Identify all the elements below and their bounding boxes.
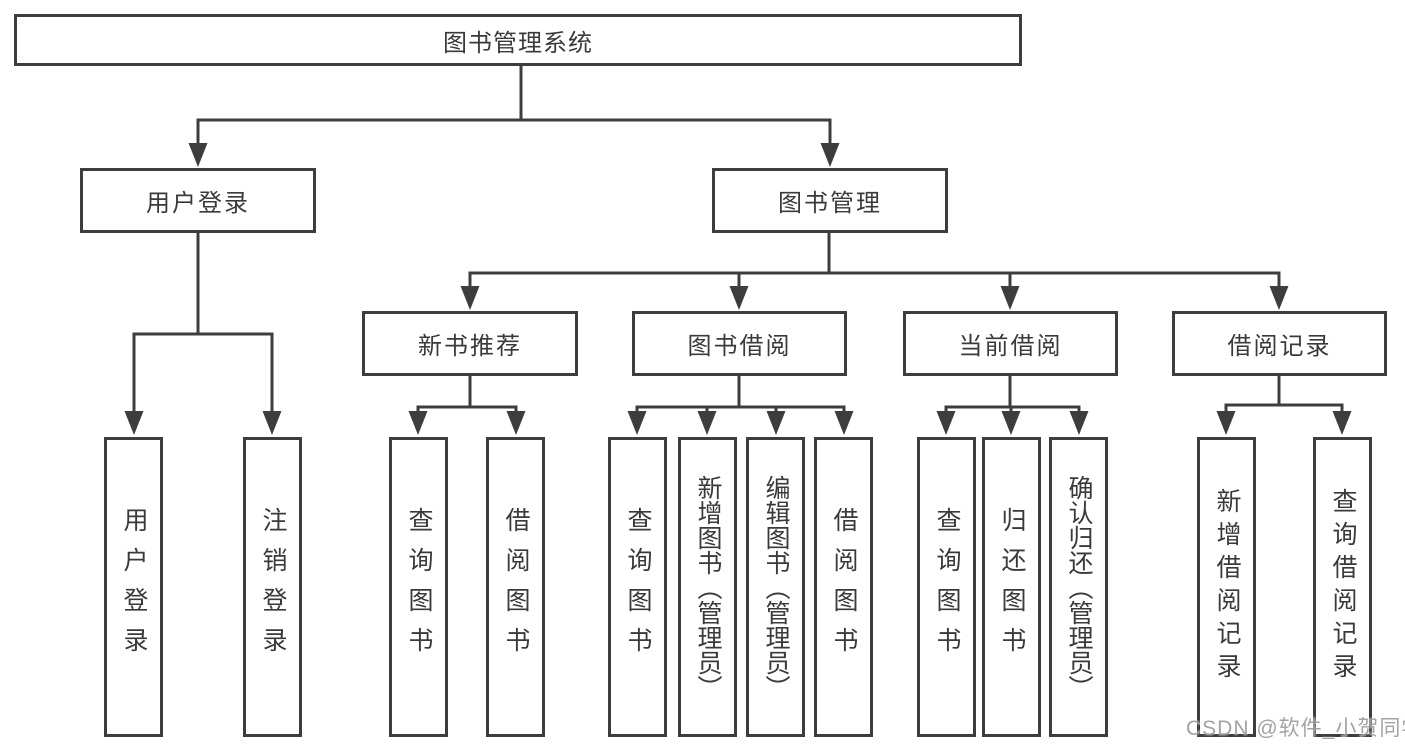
arrow-down-icon [1332,411,1352,435]
arrow-down-icon [506,411,526,435]
connector-book-mgmt [468,231,1281,290]
leaf-newbooks-borrow-books: 借阅图书 [486,437,545,737]
connector-new-books [416,374,518,414]
arrow-down-icon [460,286,480,310]
leaf-borrow-edit-books: 编辑图书（管理员） [746,437,805,737]
arrow-down-icon [936,411,956,435]
connector-current-borrow [944,374,1081,414]
node-label: 图书管理 [778,190,882,217]
connector-root [196,64,832,146]
leaf-label: 查询借阅记录 [1329,488,1357,686]
leaf-label: 归还图书 [998,507,1026,667]
leaf-current-query-books: 查询图书 [917,437,976,737]
leaf-borrow-query-books: 查询图书 [608,437,667,737]
arrow-down-icon [1269,286,1289,310]
node-book-management: 图书管理 [712,168,948,233]
arrow-down-icon [188,143,208,167]
leaf-current-confirm-return: 确认归还（管理员） [1049,437,1108,737]
connector-borrow-records [1224,374,1344,414]
arrow-down-icon [1216,411,1236,435]
leaf-label: 新增借阅记录 [1213,488,1241,686]
leaf-records-query-record: 查询借阅记录 [1313,437,1372,737]
arrow-down-icon [124,411,144,435]
arrowheads [124,143,1352,435]
arrow-down-icon [766,411,786,435]
arrow-down-icon [262,411,282,435]
node-label: 当前借阅 [958,333,1063,360]
node-label: 图书借阅 [687,333,792,360]
leaf-label: 查询图书 [405,507,433,667]
arrow-down-icon [1069,411,1089,435]
arrow-down-icon [1000,286,1020,310]
node-book-borrow: 图书借阅 [632,311,847,376]
node-label: 借阅记录 [1227,333,1332,360]
node-borrow-records: 借阅记录 [1172,311,1387,376]
leaf-label: 用户登录 [120,507,148,667]
leaf-label: 编辑图书（管理员） [762,474,790,700]
leaf-label: 借阅图书 [502,507,530,667]
arrow-down-icon [697,411,717,435]
connector-user-login [132,231,274,412]
leaf-label: 查询图书 [933,507,961,667]
connector-book-borrow [635,374,846,414]
arrow-down-icon [1001,411,1021,435]
leaf-newbooks-query-books: 查询图书 [389,437,448,737]
arrow-down-icon [408,411,428,435]
node-new-book-recommend: 新书推荐 [362,311,578,376]
arrow-down-icon [820,143,840,167]
node-label: 用户登录 [146,190,250,217]
leaf-borrow-borrow-books: 借阅图书 [814,437,873,737]
leaf-label: 确认归还（管理员） [1065,474,1093,700]
arrow-down-icon [627,411,647,435]
node-label: 图书管理系统 [443,29,593,57]
arrow-down-icon [729,286,749,310]
leaf-user-login: 用户登录 [104,437,163,737]
leaf-current-return-books: 归还图书 [982,437,1041,737]
csdn-watermark: CSDN @软件_小贺同学 [1186,717,1405,740]
leaf-borrow-add-books: 新增图书（管理员） [678,437,737,737]
leaf-label: 新增图书（管理员） [694,474,722,700]
leaf-records-add-record: 新增借阅记录 [1197,437,1256,737]
arrow-down-icon [834,411,854,435]
node-current-borrow: 当前借阅 [903,311,1118,376]
leaf-label: 注销登录 [259,507,287,667]
node-library-system: 图书管理系统 [14,14,1022,66]
leaf-label: 查询图书 [624,507,652,667]
leaf-label: 借阅图书 [830,507,858,667]
leaf-logout: 注销登录 [243,437,302,737]
node-user-login: 用户登录 [80,168,316,233]
node-label: 新书推荐 [418,333,522,360]
